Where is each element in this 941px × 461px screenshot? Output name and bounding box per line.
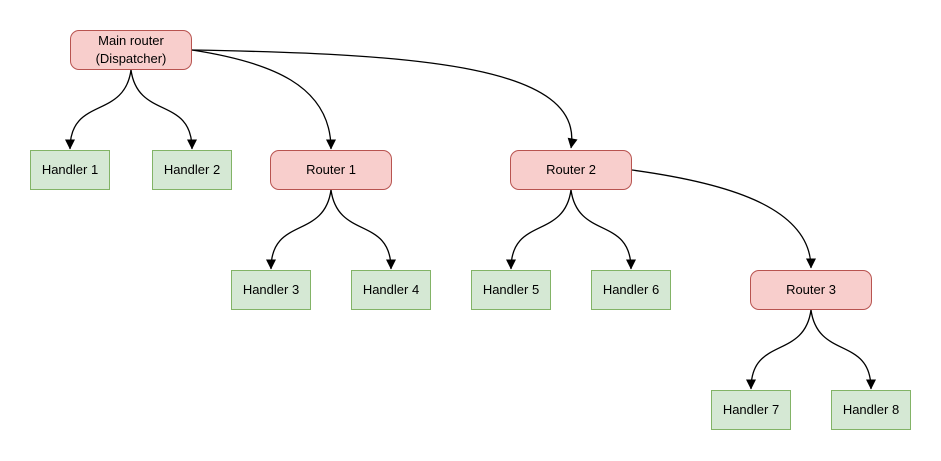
node-handler-5: Handler 5 [471, 270, 551, 310]
edge-router1-to-handler4 [330, 189, 396, 270]
node-main-router: Main router (Dispatcher) [70, 30, 192, 70]
node-handler-7-label: Handler 7 [722, 402, 780, 418]
node-handler-3: Handler 3 [231, 270, 311, 310]
node-handler-4-label: Handler 4 [362, 282, 420, 298]
edge-router3-to-handler8 [810, 309, 876, 390]
node-handler-2: Handler 2 [152, 150, 232, 190]
edge-router3-to-handler7 [746, 309, 812, 390]
node-handler-5-label: Handler 5 [482, 282, 540, 298]
edge-main-to-router1 [191, 49, 336, 150]
node-main-router-label: Main router (Dispatcher) [95, 33, 167, 66]
edge-main-to-handler1 [65, 69, 132, 150]
node-router-2-label: Router 2 [546, 162, 596, 178]
node-handler-6: Handler 6 [591, 270, 671, 310]
node-router-1: Router 1 [270, 150, 392, 190]
node-handler-2-label: Handler 2 [163, 162, 221, 178]
edge-router2-to-handler6 [570, 189, 636, 270]
node-router-3-label: Router 3 [786, 282, 836, 298]
node-handler-8-label: Handler 8 [842, 402, 900, 418]
node-handler-7: Handler 7 [711, 390, 791, 430]
node-router-3: Router 3 [750, 270, 872, 310]
edge-main-to-handler2 [130, 69, 197, 150]
node-handler-8: Handler 8 [831, 390, 911, 430]
edge-main-to-router2 [191, 49, 578, 149]
node-router-1-label: Router 1 [306, 162, 356, 178]
node-router-2: Router 2 [510, 150, 632, 190]
node-handler-3-label: Handler 3 [242, 282, 300, 298]
edge-router2-to-handler5 [506, 189, 572, 270]
edge-router1-to-handler3 [266, 189, 332, 270]
node-handler-4: Handler 4 [351, 270, 431, 310]
node-handler-1-label: Handler 1 [41, 162, 99, 178]
edge-router2-to-router3 [631, 169, 816, 269]
node-handler-1: Handler 1 [30, 150, 110, 190]
node-handler-6-label: Handler 6 [602, 282, 660, 298]
